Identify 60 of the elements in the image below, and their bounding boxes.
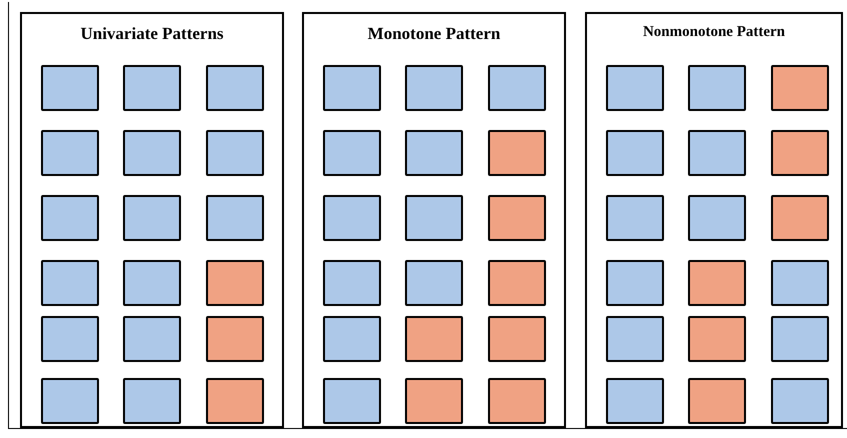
missing-value-square: [405, 378, 463, 424]
observed-value-square: [123, 378, 181, 424]
missing-value-square: [488, 260, 546, 306]
observed-value-square: [206, 195, 264, 241]
panel-title: Monotone Pattern: [366, 24, 502, 44]
observed-value-square: [606, 195, 664, 241]
pattern-panel: [20, 12, 284, 428]
observed-value-square: [41, 130, 99, 176]
observed-value-square: [206, 130, 264, 176]
observed-value-square: [123, 316, 181, 362]
observed-value-square: [606, 260, 664, 306]
observed-value-square: [323, 195, 381, 241]
pattern-panel: [585, 12, 843, 428]
missing-value-square: [771, 130, 829, 176]
missing-value-square: [405, 316, 463, 362]
missing-value-square: [206, 316, 264, 362]
panel-title: Nonmonotone Pattern: [642, 24, 786, 41]
missing-value-square: [488, 130, 546, 176]
observed-value-square: [405, 260, 463, 306]
observed-value-square: [41, 260, 99, 306]
panel-title: Univariate Patterns: [79, 24, 225, 44]
observed-value-square: [123, 130, 181, 176]
observed-value-square: [488, 65, 546, 111]
observed-value-square: [206, 65, 264, 111]
observed-value-square: [688, 130, 746, 176]
observed-value-square: [606, 65, 664, 111]
observed-value-square: [41, 378, 99, 424]
observed-value-square: [323, 65, 381, 111]
missing-value-square: [488, 316, 546, 362]
observed-value-square: [688, 195, 746, 241]
missing-value-square: [488, 195, 546, 241]
missing-value-square: [488, 378, 546, 424]
observed-value-square: [688, 65, 746, 111]
observed-value-square: [41, 316, 99, 362]
observed-value-square: [405, 130, 463, 176]
missing-value-square: [688, 378, 746, 424]
missing-value-square: [206, 378, 264, 424]
missing-value-square: [688, 316, 746, 362]
observed-value-square: [405, 65, 463, 111]
observed-value-square: [123, 195, 181, 241]
observed-value-square: [41, 195, 99, 241]
observed-value-square: [771, 378, 829, 424]
missing-value-square: [771, 65, 829, 111]
missing-value-square: [688, 260, 746, 306]
observed-value-square: [606, 316, 664, 362]
observed-value-square: [606, 130, 664, 176]
observed-value-square: [323, 130, 381, 176]
observed-value-square: [41, 65, 99, 111]
missing-value-square: [771, 195, 829, 241]
observed-value-square: [771, 260, 829, 306]
observed-value-square: [606, 378, 664, 424]
observed-value-square: [323, 260, 381, 306]
observed-value-square: [405, 195, 463, 241]
observed-value-square: [123, 260, 181, 306]
pattern-panel: [302, 12, 566, 428]
observed-value-square: [323, 378, 381, 424]
missing-value-square: [206, 260, 264, 306]
observed-value-square: [771, 316, 829, 362]
observed-value-square: [323, 316, 381, 362]
observed-value-square: [123, 65, 181, 111]
